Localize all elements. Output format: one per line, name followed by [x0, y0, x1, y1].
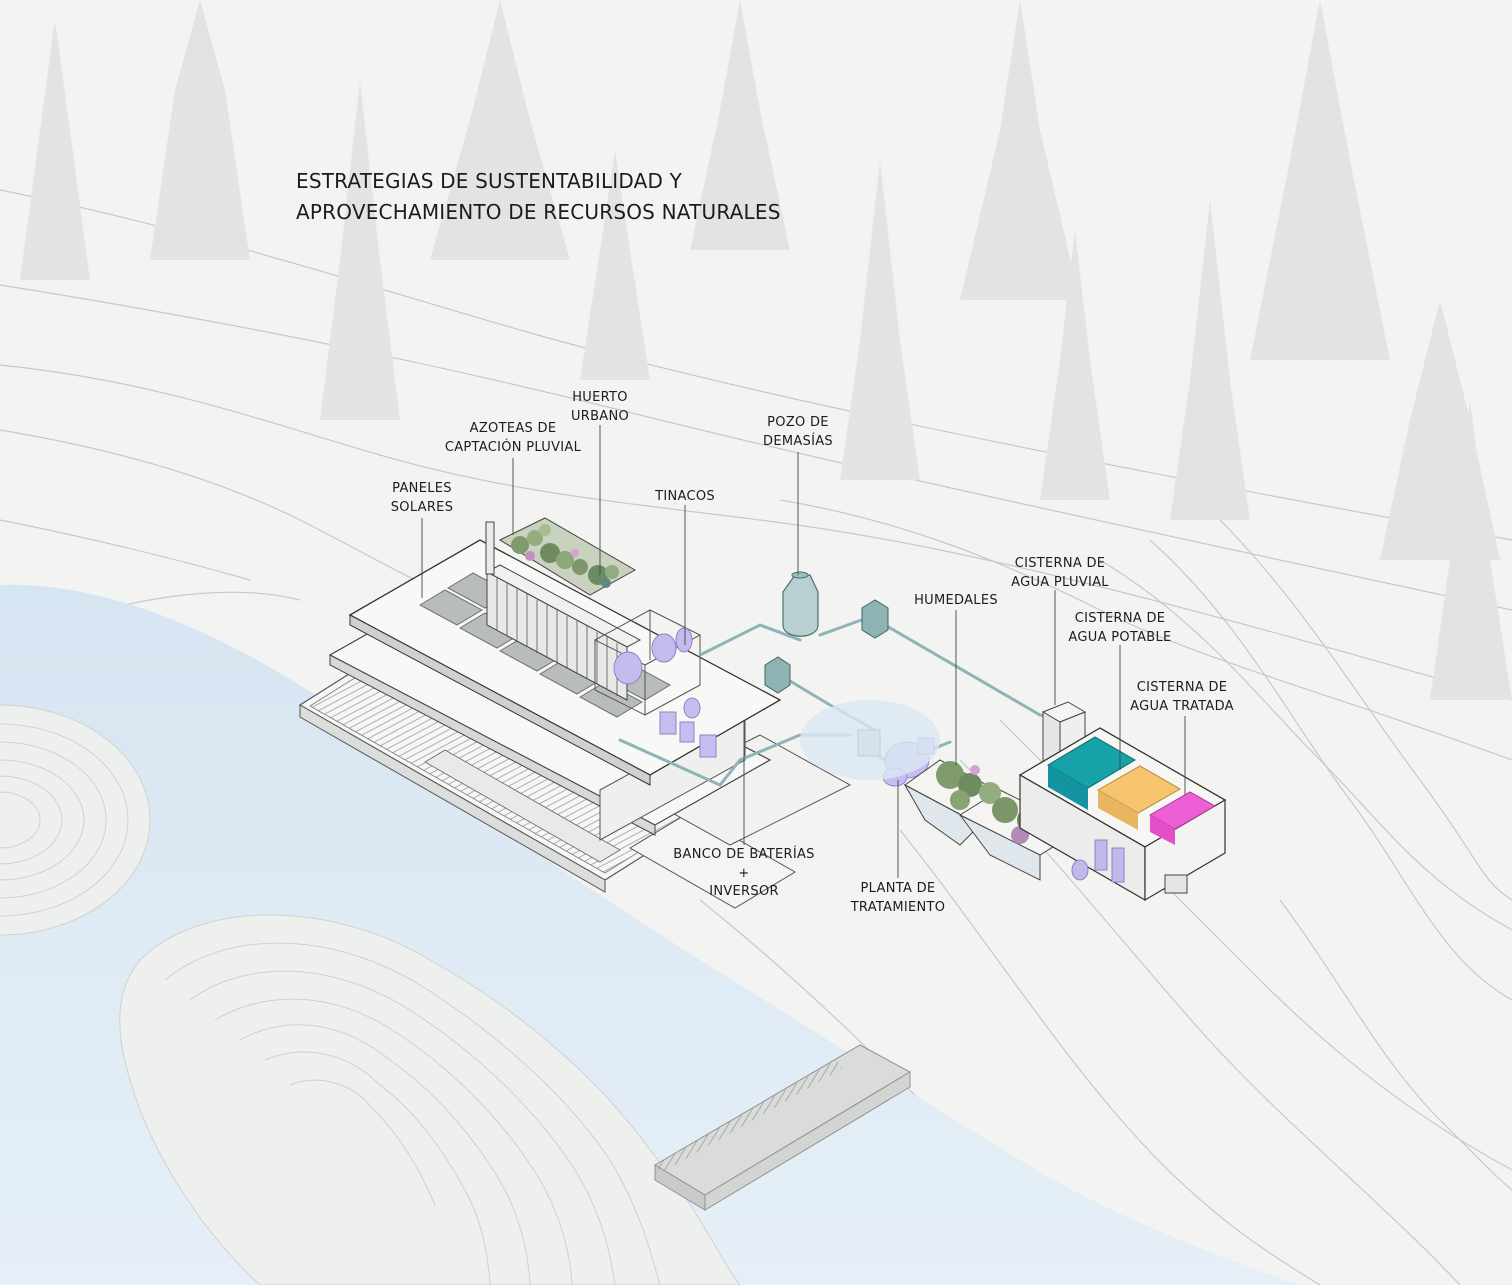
label-paneles-line-1: PANELES [392, 481, 452, 496]
label-humedales-line-1: HUMEDALES [914, 593, 998, 608]
label-azoteas-line-2: CAPTACIÓN PLUVIAL [444, 439, 582, 455]
pier-bridge [654, 1044, 912, 1211]
label-pluvial-line-1: CISTERNA DE [1014, 556, 1106, 571]
label-potable-line-1: CISTERNA DE [1074, 611, 1166, 626]
label-planta-line-2: TRATAMIENTO [850, 899, 946, 915]
label-tratada-line-2: AGUA TRATADA [1130, 698, 1234, 714]
label-pozo-line-1: POZO DE [767, 415, 829, 430]
label-tratada-line-1: CISTERNA DE [1136, 680, 1228, 695]
water-splash [800, 700, 940, 780]
label-tinacos: TINACOS [640, 488, 730, 507]
label-pozo-demasias: POZO DE DEMASÍAS [753, 414, 843, 451]
diagram-title: ESTRATEGIAS DE SUSTENTABILIDAD Y APROVEC… [296, 166, 781, 228]
green-roof [498, 517, 637, 596]
forest-silhouettes [20, 0, 1512, 700]
label-planta-line-1: PLANTA DE [860, 881, 936, 896]
label-azoteas-line-1: AZOTEAS DE [469, 421, 557, 436]
label-potable-line-2: AGUA POTABLE [1068, 629, 1172, 645]
label-cisterna-tratada: CISTERNA DE AGUA TRATADA [1122, 679, 1242, 716]
tinacos [613, 627, 693, 685]
title-line-1: ESTRATEGIAS DE SUSTENTABILIDAD Y [296, 169, 683, 193]
cistern-block [1018, 701, 1227, 902]
label-planta-tratamiento: PLANTA DE TRATAMIENTO [838, 880, 958, 917]
overflow-well [782, 571, 819, 637]
label-banco-line-3: INVERSOR [709, 884, 779, 899]
label-paneles-line-2: SOLARES [390, 499, 454, 515]
label-paneles-solares: PANELES SOLARES [382, 480, 462, 517]
island-main [119, 914, 741, 1285]
label-huerto-urbano: HUERTO URBANO [560, 389, 640, 426]
label-banco-line-2: + [738, 865, 750, 881]
main-building [298, 517, 852, 909]
label-banco-baterias: BANCO DE BATERÍAS + INVERSOR [664, 846, 824, 902]
label-banco-line-1: BANCO DE BATERÍAS [673, 847, 815, 862]
label-huerto-line-2: URBANO [570, 408, 630, 424]
label-tinacos-line-1: TINACOS [655, 489, 715, 504]
label-cisterna-pluvial: CISTERNA DE AGUA PLUVIAL [1000, 555, 1120, 592]
label-pozo-line-2: DEMASÍAS [763, 433, 833, 449]
terrain-contours [0, 189, 1512, 1285]
label-azoteas: AZOTEAS DE CAPTACIÓN PLUVIAL [433, 420, 593, 457]
battery-equipment [659, 697, 717, 758]
label-huerto-line-1: HUERTO [572, 390, 628, 405]
leader-lines [421, 425, 1186, 878]
label-cisterna-potable: CISTERNA DE AGUA POTABLE [1060, 610, 1180, 647]
island-left [0, 704, 151, 936]
label-humedales: HUMEDALES [906, 592, 1006, 611]
label-pluvial-line-2: AGUA PLUVIAL [1011, 574, 1109, 590]
title-line-2: APROVECHAMIENTO DE RECURSOS NATURALES [296, 200, 781, 224]
